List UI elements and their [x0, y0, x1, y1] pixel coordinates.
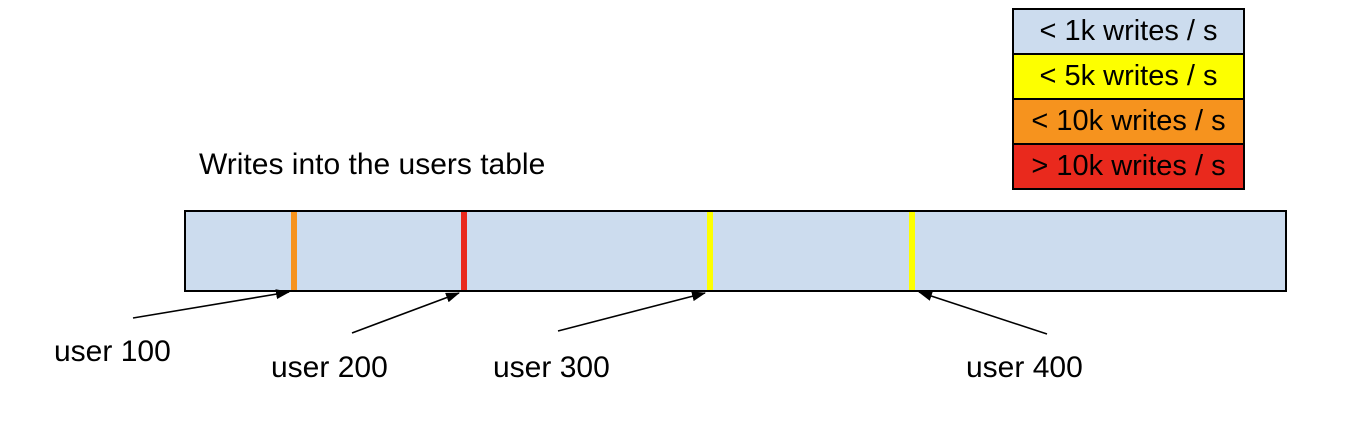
arrow-user-300 — [557, 291, 706, 332]
arrow-user-400 — [918, 291, 1048, 335]
marker-user-100 — [291, 212, 297, 290]
legend-item-lt-10k: < 10k writes / s — [1012, 98, 1245, 145]
legend: < 1k writes / s < 5k writes / s < 10k wr… — [1012, 8, 1245, 190]
arrow-user-100 — [132, 289, 290, 319]
diagram-title: Writes into the users table — [199, 148, 546, 181]
users-table-bar — [184, 210, 1287, 292]
legend-item-lt-1k: < 1k writes / s — [1012, 8, 1245, 55]
legend-item-gt-10k: > 10k writes / s — [1012, 143, 1245, 190]
label-user-400: user 400 — [966, 351, 1083, 384]
label-user-100: user 100 — [54, 335, 171, 368]
label-user-200: user 200 — [271, 351, 388, 384]
arrow-user-200 — [351, 292, 460, 334]
legend-item-lt-5k: < 5k writes / s — [1012, 53, 1245, 100]
marker-user-400 — [909, 212, 915, 290]
marker-user-300 — [707, 212, 713, 290]
label-user-300: user 300 — [493, 351, 610, 384]
marker-user-200 — [461, 212, 467, 290]
